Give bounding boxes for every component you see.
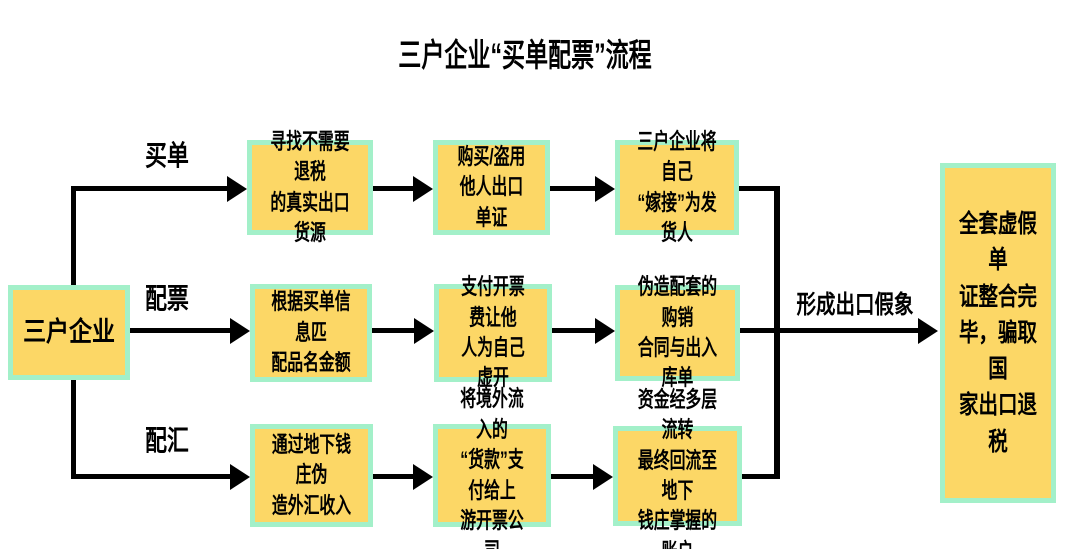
arrowhead-icon: [230, 318, 250, 344]
branch-label-match-forex: 配汇: [145, 425, 189, 456]
arrow-row3-start: [71, 474, 230, 479]
node-source-label: 三户企业: [23, 316, 115, 347]
arrow-row3-step3: [551, 474, 593, 479]
arrow-row2-start: [130, 328, 230, 333]
arrowhead-icon: [227, 176, 247, 202]
step-find-export-goods: 寻找不需要退税 的真实出口货源: [247, 129, 373, 245]
connector-row1-merge: [739, 186, 779, 191]
arrow-row1-step3: [550, 186, 595, 191]
arrowhead-icon: [595, 176, 615, 202]
diagram-title: 三户企业“买单配票”流程: [398, 37, 652, 73]
connector-merge-vertical: [774, 186, 780, 479]
step-funds-flow-back: 资金经多层流转 最终回流至地下 钱庄掌握的账户: [613, 387, 742, 549]
arrow-row2-step2: [372, 328, 414, 333]
step-match-name-amount: 根据买单信息匹 配品名金额: [250, 284, 372, 382]
node-result-tax-fraud: 全套虚假单 证整合完 毕，骗取国 家出口退税: [940, 163, 1056, 503]
node-source-company: 三户企业: [8, 285, 130, 380]
step-fake-forex-income: 通过地下钱庄伪 造外汇收入: [250, 424, 373, 527]
arrowhead-icon: [593, 464, 613, 490]
arrow-row3-step2: [373, 474, 413, 479]
connector-row3-merge: [742, 474, 779, 479]
arrowhead-icon: [413, 176, 433, 202]
arrow-row2-step3: [552, 328, 595, 333]
connector-source-down: [71, 380, 76, 479]
branch-label-buy-order: 买单: [145, 140, 189, 171]
arrowhead-icon: [595, 318, 615, 344]
step-forge-contracts: 伪造配套的购销 合同与出入库单: [615, 274, 740, 390]
arrowhead-icon: [414, 318, 434, 344]
arrowhead-icon: [918, 318, 938, 344]
step-pay-upstream-company: 将境外流入的 “货款”支付给上 游开票公司: [433, 386, 551, 549]
merge-label-fake-export: 形成出口假象: [796, 291, 914, 319]
arrow-row1-start: [71, 186, 229, 191]
step-pay-invoice-fee: 支付开票费让他 人为自己虚开: [434, 274, 552, 390]
arrowhead-icon: [413, 464, 433, 490]
arrow-to-result: [740, 328, 918, 333]
arrow-row1-step2: [373, 186, 413, 191]
branch-label-match-invoice: 配票: [145, 283, 189, 314]
connector-source-up: [71, 186, 76, 285]
step-buy-steal-documents: 购买/盗用 他人出口单证: [433, 140, 550, 235]
arrowhead-icon: [230, 464, 250, 490]
step-graft-as-shipper: 三户企业将自己 “嫁接”为发货人: [615, 129, 739, 245]
